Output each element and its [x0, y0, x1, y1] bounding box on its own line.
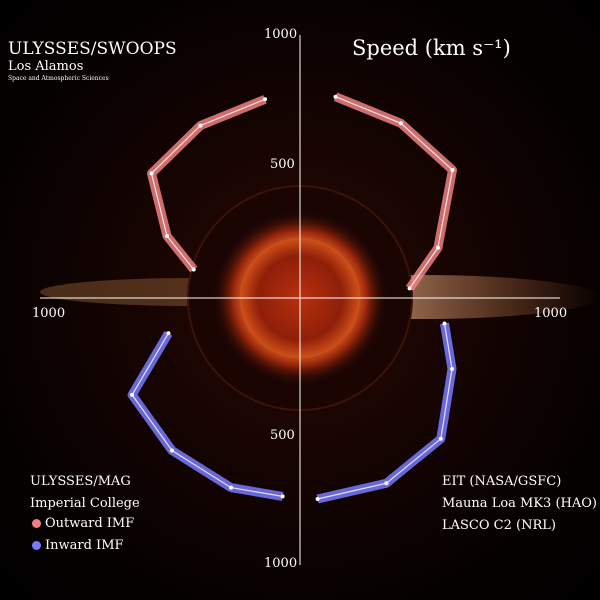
series-0-right-point-3	[435, 245, 440, 250]
series-0-right-point-1	[398, 121, 403, 126]
legend-inward-label: Inward IMF	[45, 538, 124, 553]
legend-inward-swatch	[32, 541, 41, 550]
series-0-right-point-0	[333, 94, 338, 99]
series-1-left-point-0	[166, 331, 171, 336]
series-1-left-point-3	[229, 485, 233, 490]
legend-outward-swatch	[32, 519, 41, 528]
institution-label: Los Alamos	[8, 59, 84, 74]
series-layer	[127, 92, 457, 504]
series-0-right-point-2	[450, 168, 455, 172]
series-1-right-point-4	[315, 497, 320, 501]
credit-lasco: LASCO C2 (NRL)	[442, 518, 556, 533]
series-0-left-point-4	[191, 267, 196, 272]
department-label: Space and Atmospheric Sciences	[8, 75, 109, 82]
series-0-left-point-1	[198, 123, 203, 128]
series-0-left-point-2	[149, 171, 154, 176]
credit-eit: EIT (NASA/GSFC)	[442, 474, 562, 489]
tick-bottom-500: 500	[270, 428, 295, 443]
quantity-label: Speed (km s⁻¹)	[352, 36, 511, 60]
series-0-left-point-0	[263, 97, 267, 102]
credit-imperial: Imperial College	[30, 496, 140, 511]
series-0-right-point-4	[407, 286, 412, 291]
tick-top-500: 500	[270, 157, 295, 172]
series-0-left-point-3	[165, 234, 169, 238]
series-1-left-point-2	[170, 448, 174, 453]
series-1-right-point-1	[450, 366, 454, 371]
series-1-right-point-0	[442, 321, 447, 326]
tick-top-1000: 1000	[264, 27, 298, 42]
series-1-left-point-1	[130, 392, 135, 397]
legend-outward: Outward IMF	[32, 516, 134, 531]
credit-mag: ULYSSES/MAG	[30, 474, 131, 489]
tick-bottom-1000: 1000	[264, 556, 298, 571]
tick-left-1000: 1000	[32, 306, 66, 321]
instrument-title: ULYSSES/SWOOPS	[8, 39, 177, 59]
series-1-right-point-2	[438, 436, 443, 441]
series-1-left-point-4	[280, 494, 285, 499]
legend-outward-label: Outward IMF	[45, 516, 135, 531]
credit-mk3: Mauna Loa MK3 (HAO)	[442, 496, 597, 511]
tick-right-1000: 1000	[534, 306, 568, 321]
legend-inward: Inward IMF	[32, 538, 124, 553]
series-1-right-point-3	[384, 481, 389, 486]
